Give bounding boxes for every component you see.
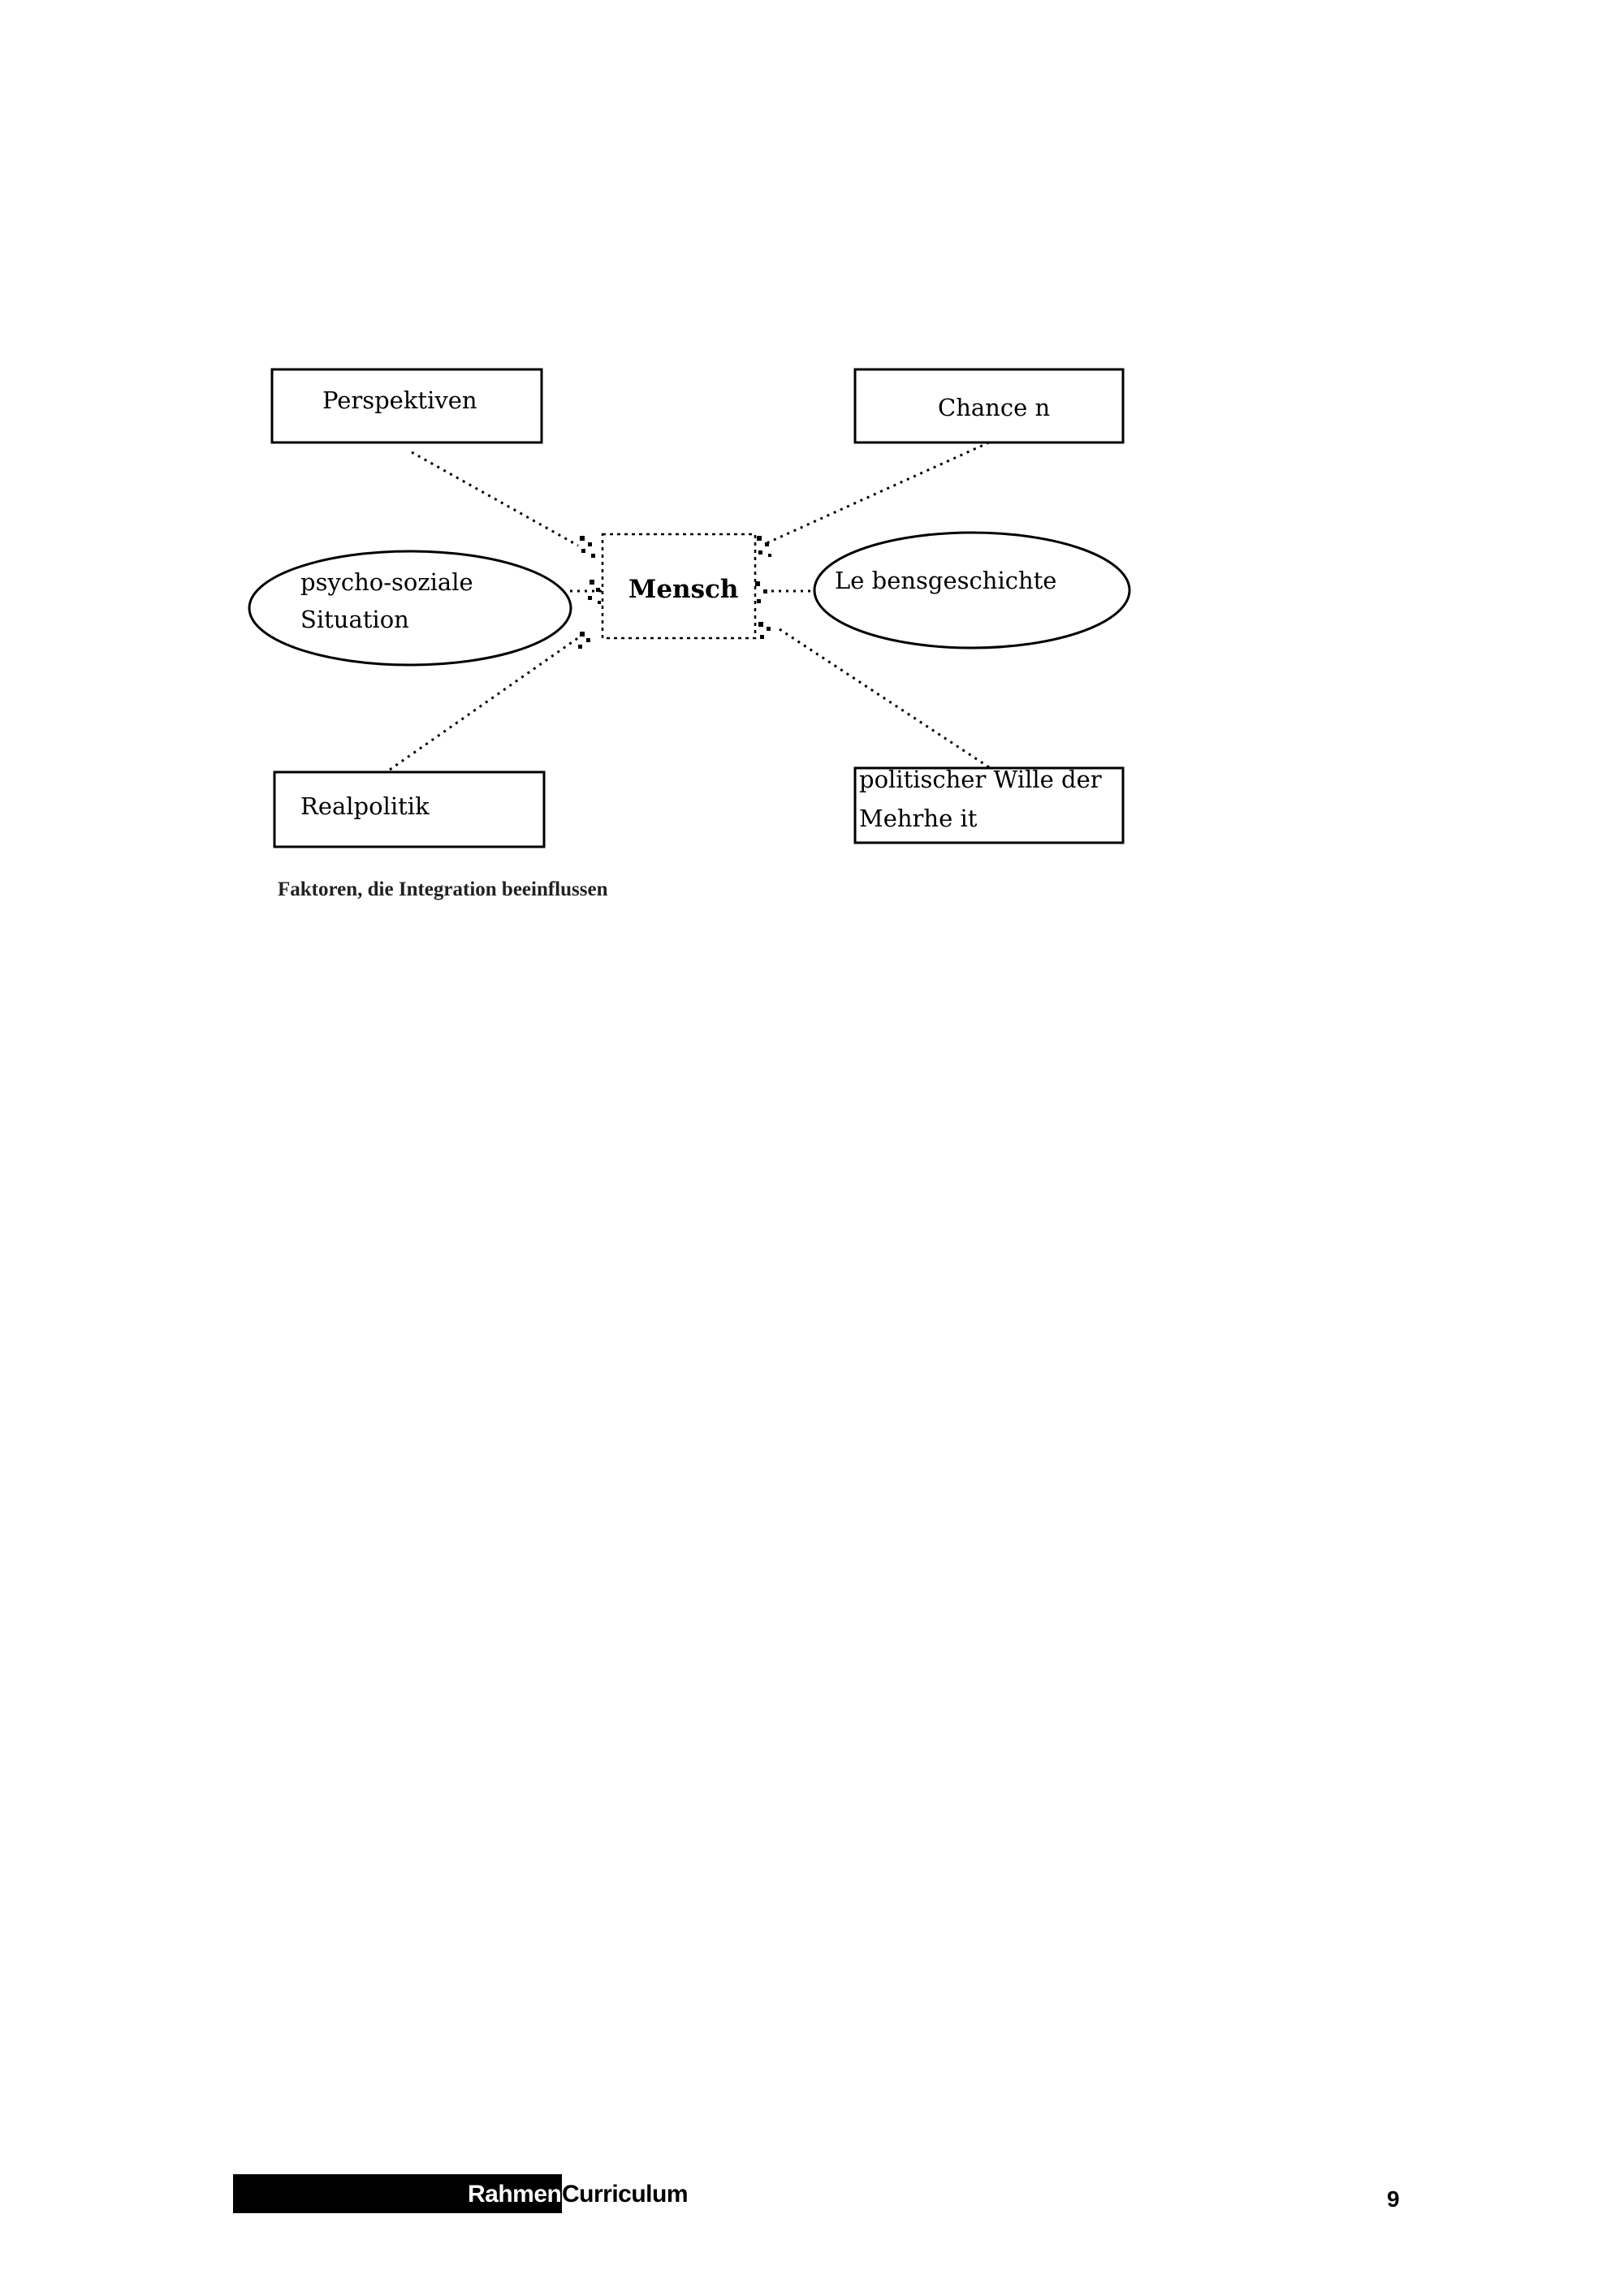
diagram-caption: Faktoren, die Integration beeinflussen — [278, 878, 608, 900]
node-lebensgeschichte-ellipse — [813, 531, 1131, 650]
node-politischer-wille-box — [853, 766, 1125, 844]
footer-brand-rahmen: Rahmen — [468, 2181, 562, 2208]
node-realpolitik: Realpolitik — [273, 770, 546, 848]
node-realpolitik-box — [273, 770, 546, 848]
node-psycho-soziale-ellipse — [248, 550, 572, 667]
connector-lines — [389, 441, 990, 771]
node-politischer-wille-label-line1: politischer Wille der — [859, 766, 1102, 793]
connection-markers — [578, 536, 771, 649]
node-chancen-box — [853, 368, 1125, 444]
node-psycho-soziale-situation: psycho-soziale Situation — [248, 550, 572, 667]
footer-brand-curriculum: Curriculum — [562, 2181, 689, 2208]
node-perspektiven: Perspektiven — [270, 368, 543, 444]
center-node-label: Mensch — [628, 575, 738, 604]
node-politischer-wille-label-line2: Mehrhe it — [859, 805, 978, 832]
footer-brand-bar — [233, 2174, 562, 2213]
node-psycho-soziale-label-line1: psycho-soziale — [300, 568, 473, 596]
node-lebensgeschichte: Le bensgeschichte — [813, 531, 1131, 650]
node-chancen-label: Chance n — [938, 394, 1050, 421]
connector-perspektiven — [411, 451, 579, 547]
node-realpolitik-label: Realpolitik — [300, 792, 430, 820]
center-node-mensch: Mensch — [578, 533, 771, 649]
node-perspektiven-box — [270, 368, 543, 444]
connector-realpolitik — [389, 636, 580, 771]
node-perspektiven-label: Perspektiven — [322, 386, 477, 414]
node-lebensgeschichte-label: Le bensgeschichte — [835, 567, 1056, 594]
connector-politischer-wille — [779, 628, 990, 769]
node-chancen: Chance n — [853, 368, 1125, 444]
connector-chancen — [764, 441, 990, 546]
node-psycho-soziale-label-line2: Situation — [300, 606, 409, 633]
page-number: 9 — [1387, 2186, 1400, 2212]
node-politischer-wille: politischer Wille der Mehrhe it — [853, 766, 1125, 844]
